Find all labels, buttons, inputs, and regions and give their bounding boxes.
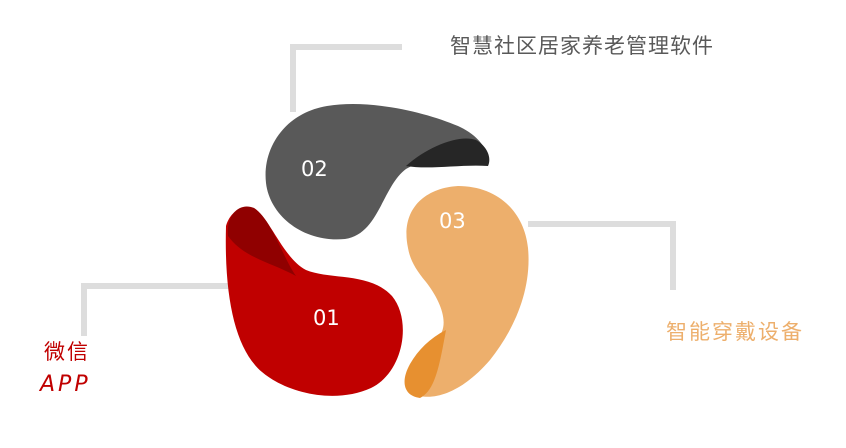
segment-03-label: 智能穿戴设备 [666,320,804,344]
segment-01-number: 01 [313,306,340,330]
segment-03-number: 03 [439,209,466,233]
segment-02-label: 智慧社区居家养老管理软件 [450,34,714,58]
segment-01-tail [227,206,296,276]
segment-01-label-line2: APP [40,372,91,397]
connector-line-right [528,221,676,290]
connector-line-top [290,44,402,112]
connector-line-left [81,283,234,336]
segment-02-shape [265,104,487,240]
segment-02-tail [406,138,490,168]
segment-01-label-line1: 微信 [44,340,90,364]
segment-03-tail [404,330,446,398]
segment-02-number: 02 [301,157,328,181]
